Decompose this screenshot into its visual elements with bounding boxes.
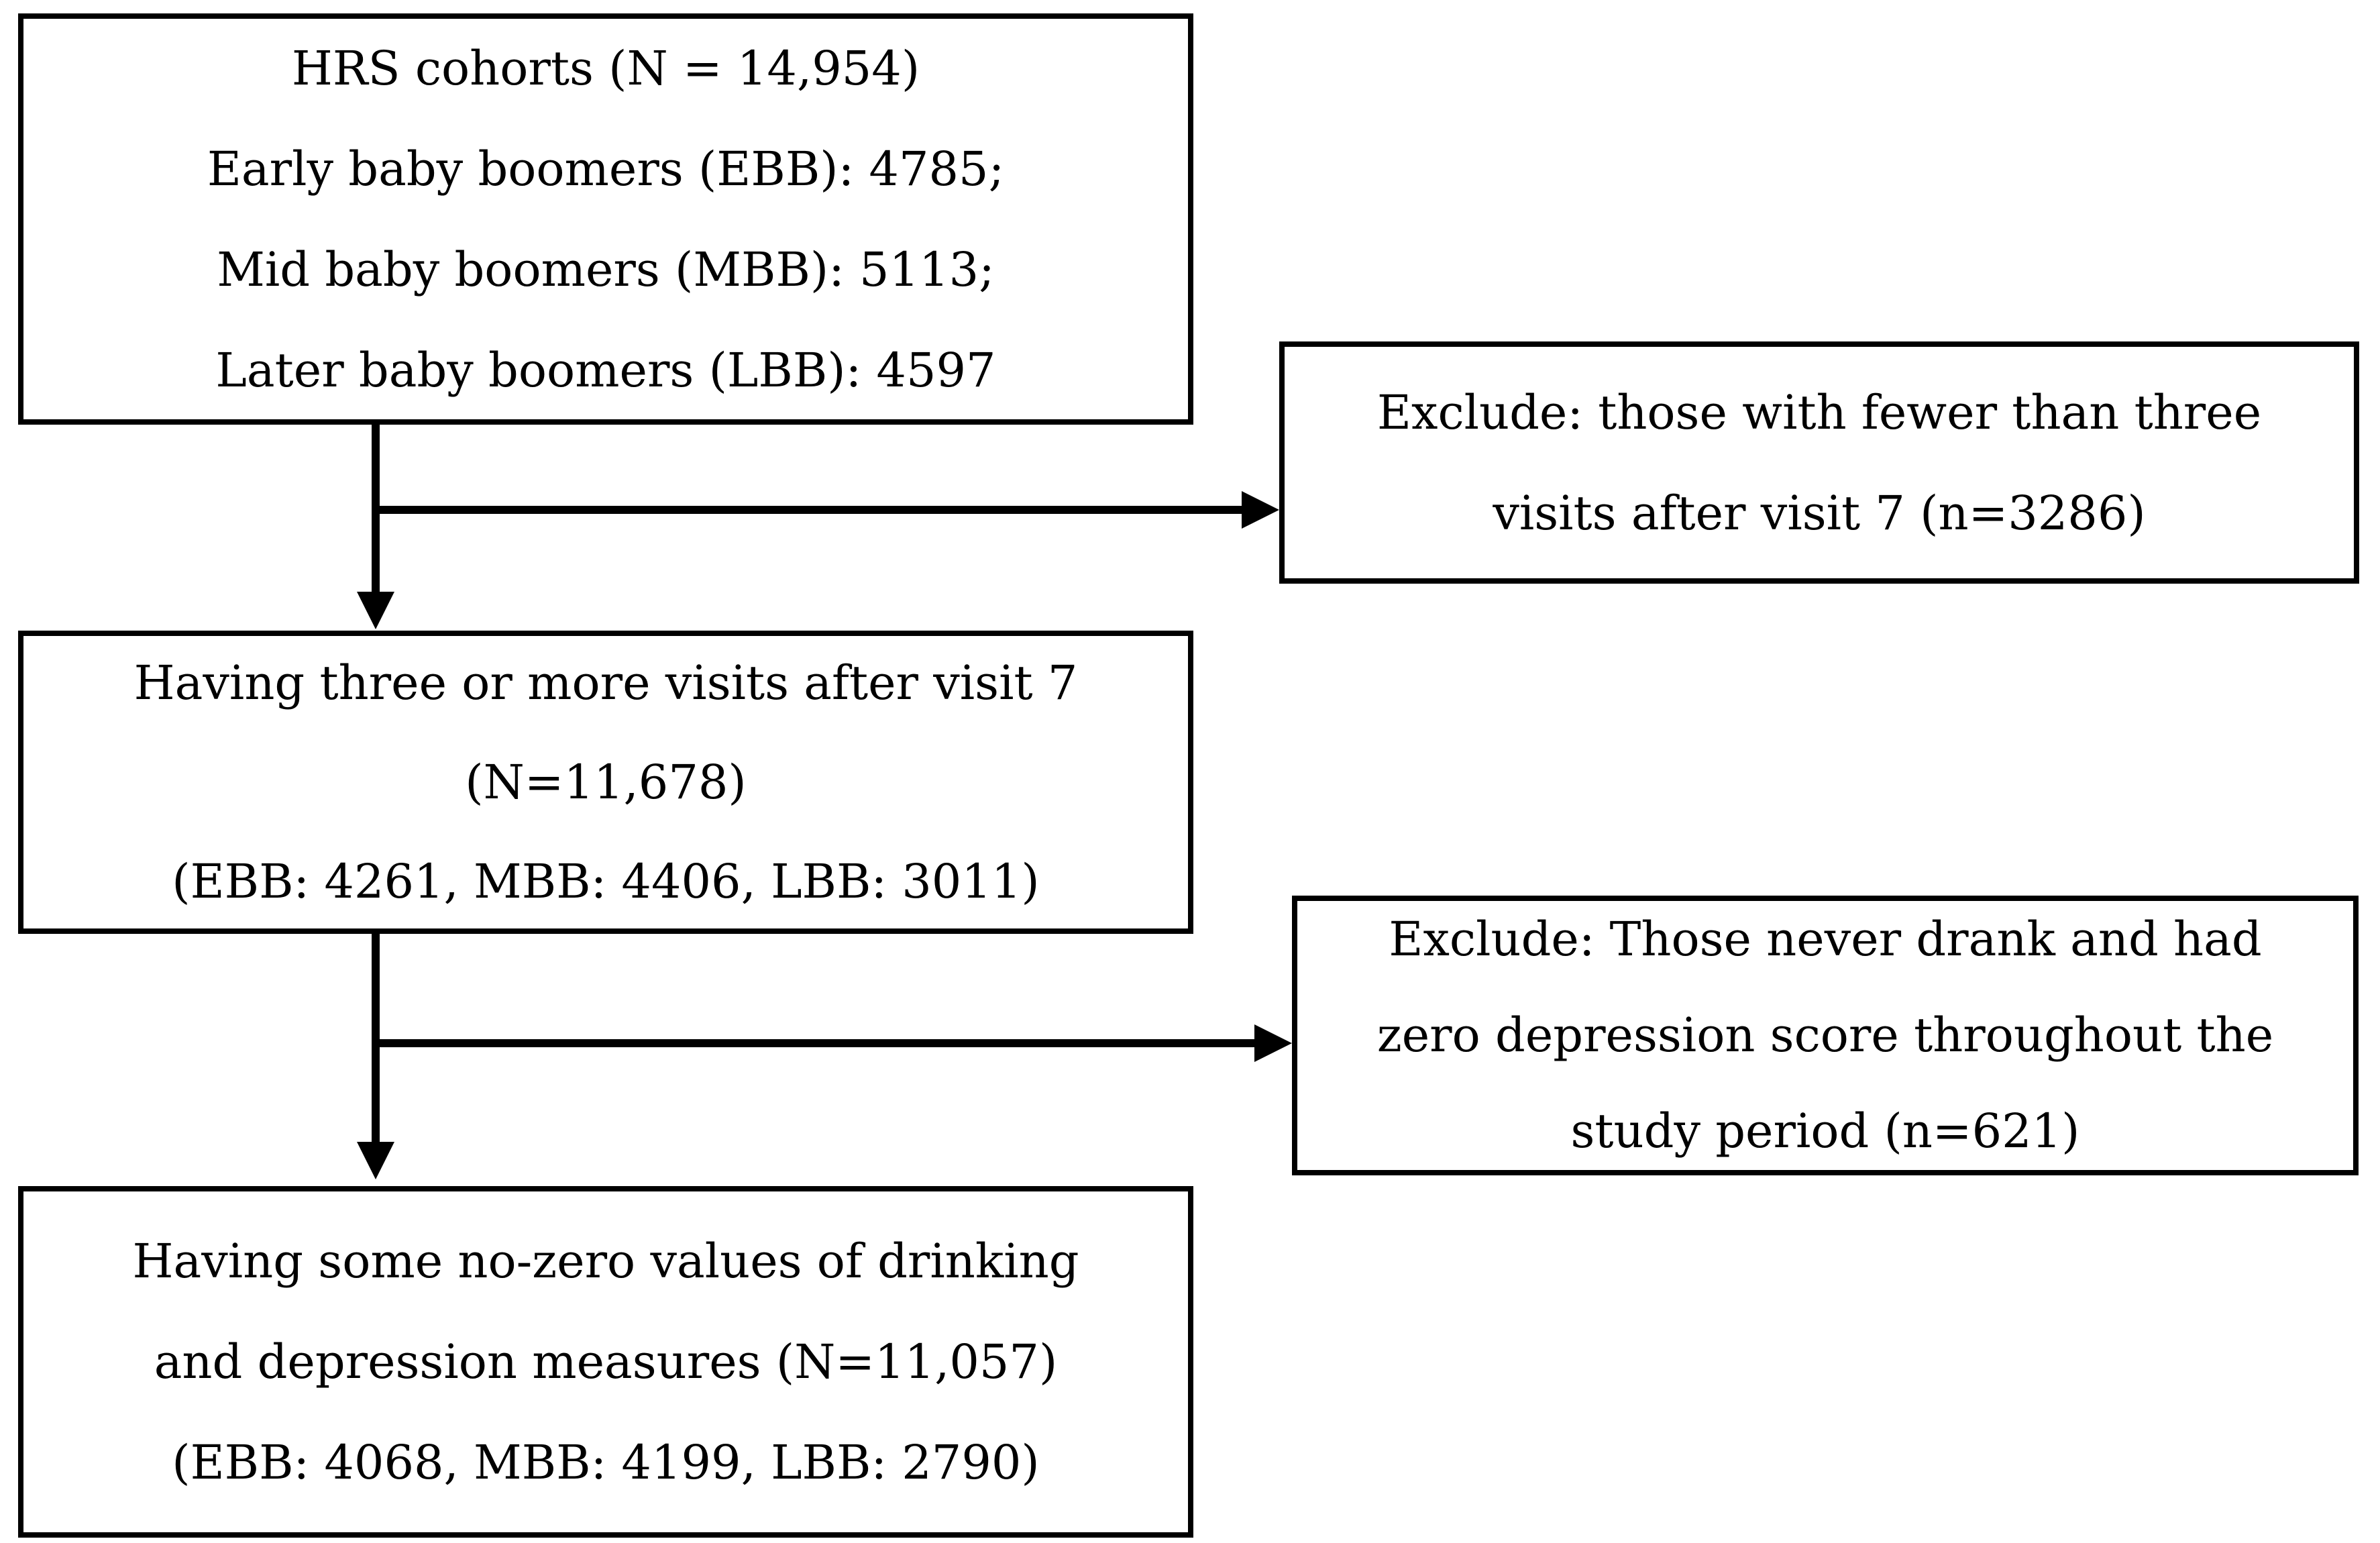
arrow-shaft-branch-to-exclude2 (372, 1039, 1257, 1047)
hrs-cohorts-total: HRS cohorts (N = 14,954) (291, 40, 920, 96)
exclude1-text-line2: visits after visit 7 (n=3286) (1493, 485, 2146, 541)
middle-cohort-breakdown: (EBB: 4261, MBB: 4406, LBB: 3011) (172, 854, 1040, 909)
exclude2-text-line3: study period (n=621) (1570, 1104, 2080, 1159)
box-exclude-never-drank-zero-depression: Exclude: Those never drank and had zero … (1292, 896, 2359, 1175)
box-exclude-fewer-than-three-visits: Exclude: those with fewer than three vis… (1279, 341, 2359, 584)
arrow-shaft-branch-to-exclude1 (372, 506, 1244, 514)
arrowhead-down-into-bottom-box (357, 1142, 394, 1179)
exclude2-text-line2: zero depression score throughout the (1376, 1008, 2274, 1063)
middle-criterion: Having three or more visits after visit … (133, 655, 1078, 710)
bottom-criterion-line1: Having some no-zero values of drinking (132, 1234, 1079, 1289)
middle-total-n: (N=11,678) (465, 755, 747, 810)
exclude1-text-line1: Exclude: those with fewer than three (1376, 384, 2262, 440)
arrowhead-right-into-exclude1-box (1242, 491, 1279, 529)
bottom-criterion-line2: and depression measures (N=11,057) (154, 1334, 1058, 1389)
arrowhead-down-into-middle-box (357, 592, 394, 629)
hrs-cohorts-mbb: Mid baby boomers (MBB): 5113; (217, 242, 995, 297)
hrs-cohorts-lbb: Later baby boomers (LBB): 4597 (215, 342, 996, 398)
exclude2-text-line1: Exclude: Those never drank and had (1389, 912, 2262, 967)
box-hrs-cohorts: HRS cohorts (N = 14,954) Early baby boom… (18, 13, 1193, 425)
bottom-cohort-breakdown: (EBB: 4068, MBB: 4199, LBB: 2790) (172, 1435, 1040, 1490)
box-nonzero-drinking-depression: Having some no-zero values of drinking a… (18, 1186, 1193, 1538)
arrowhead-right-into-exclude2-box (1254, 1024, 1292, 1062)
box-three-or-more-visits: Having three or more visits after visit … (18, 631, 1193, 934)
hrs-cohorts-ebb: Early baby boomers (EBB): 4785; (207, 141, 1005, 197)
